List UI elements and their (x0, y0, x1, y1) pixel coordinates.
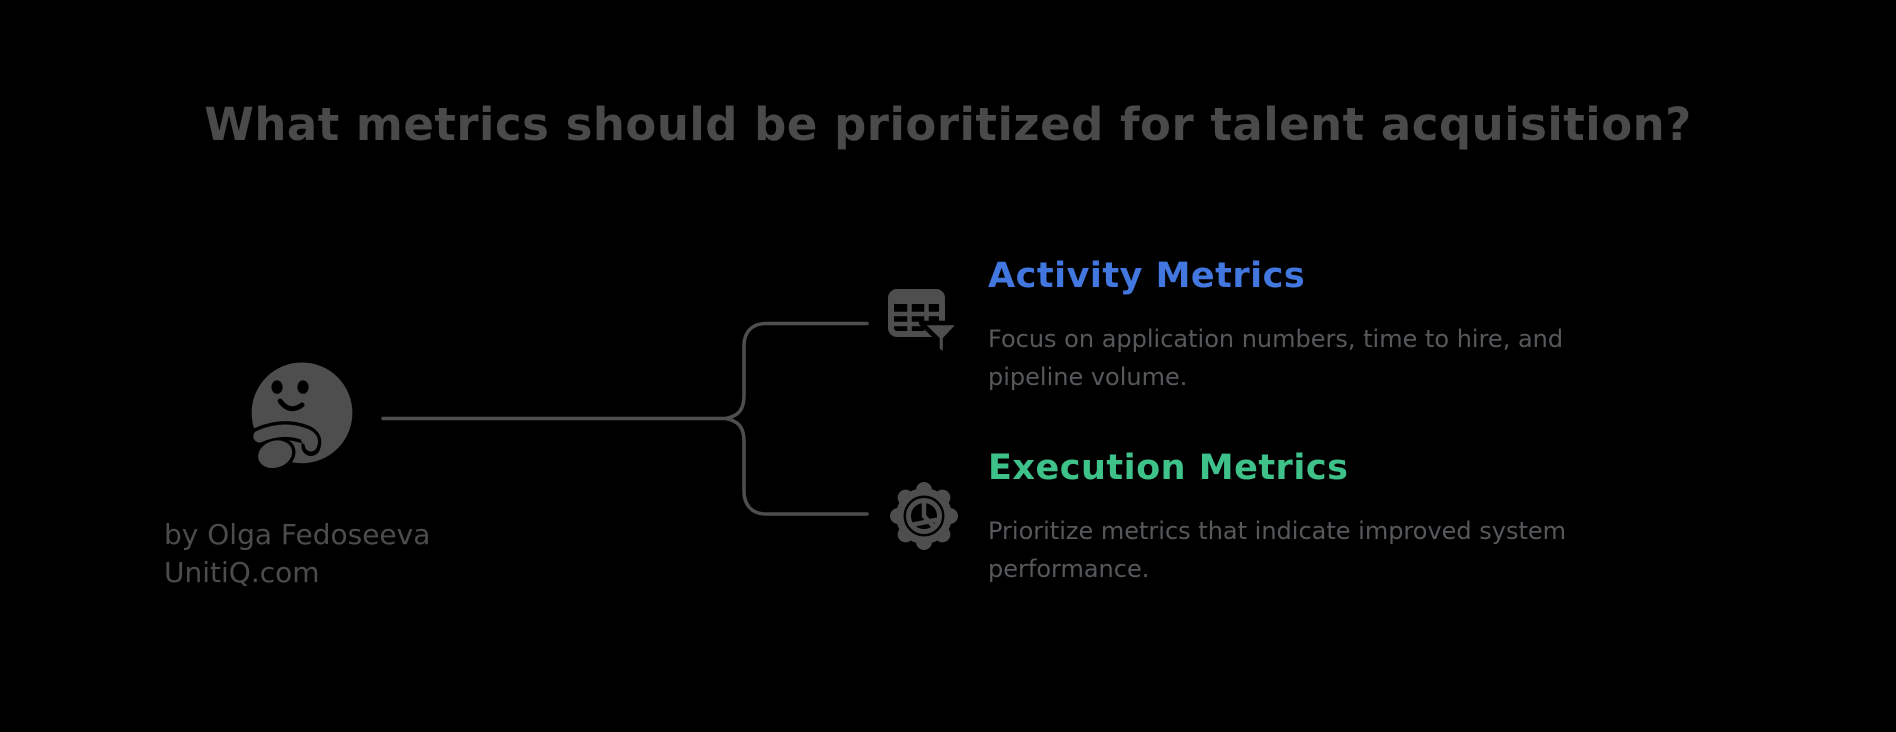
byline-website: UnitiQ.com (164, 556, 320, 589)
table-filter-icon (888, 289, 962, 358)
byline: by Olga Fedoseeva UnitiQ.com (164, 516, 430, 592)
branch-description-activity-metrics: Focus on application numbers, time to hi… (988, 325, 1564, 391)
branch-label-execution-metrics: Execution Metrics (988, 448, 1349, 488)
thinking-face-emoji (249, 362, 353, 472)
branch-label-activity-metrics: Activity Metrics (988, 256, 1306, 296)
page-title: What metrics should be prioritized for t… (204, 98, 1692, 151)
byline-author: by Olga Fedoseeva (164, 518, 431, 551)
branch-description-execution-metrics: Prioritize metrics that indicate improve… (988, 517, 1567, 583)
gear-pie-icon (890, 482, 958, 550)
